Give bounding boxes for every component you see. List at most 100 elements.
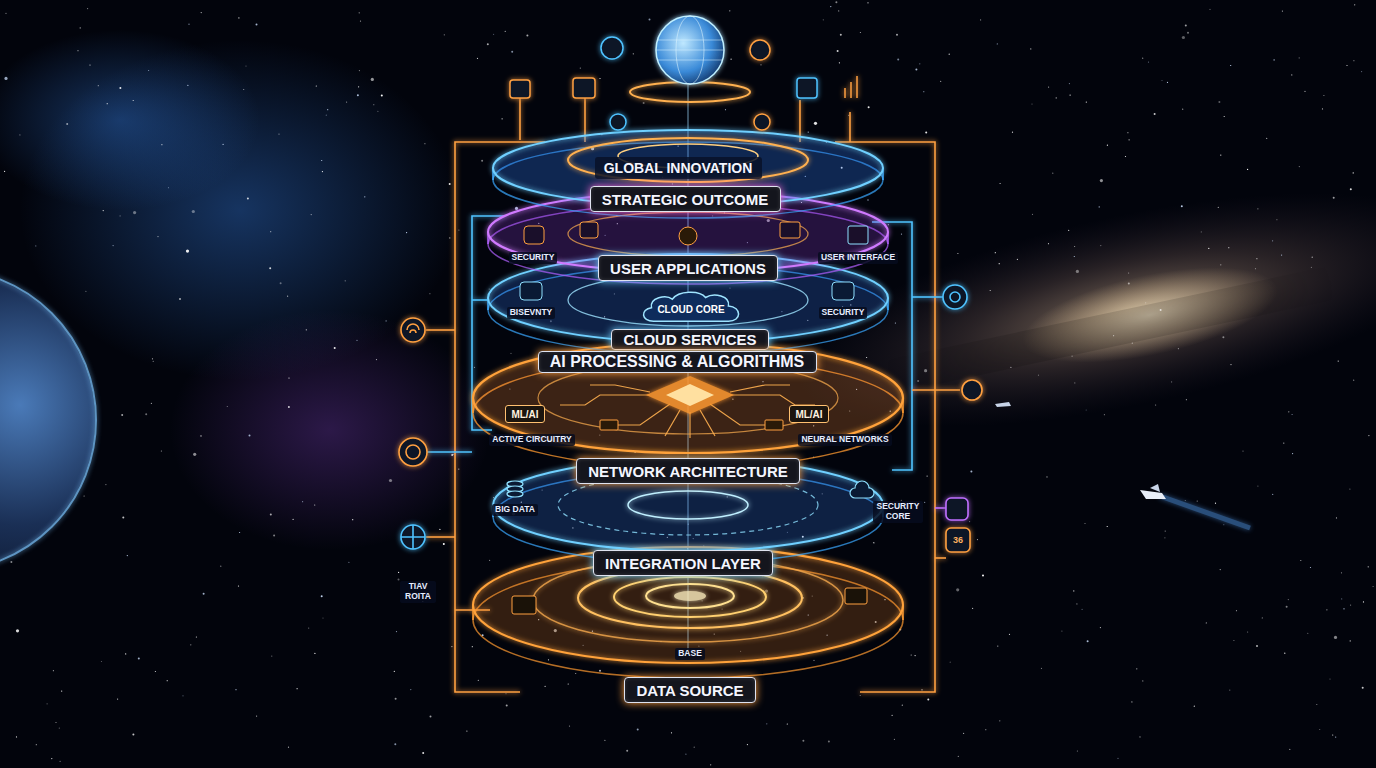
star <box>66 123 68 125</box>
star <box>802 740 804 742</box>
star <box>1127 132 1128 133</box>
layer-tag: ACTIVE CIRCUITRY <box>489 434 575 446</box>
star <box>1154 113 1156 115</box>
wifi-icon <box>407 324 419 333</box>
star <box>725 109 726 110</box>
star <box>98 85 99 86</box>
star <box>1074 256 1075 257</box>
star <box>1247 169 1248 170</box>
star <box>1289 749 1290 750</box>
star <box>1350 605 1351 606</box>
star <box>398 579 400 581</box>
star <box>270 231 271 232</box>
star <box>322 171 323 172</box>
star <box>1349 489 1350 490</box>
star <box>238 17 239 18</box>
image-icon <box>573 78 595 98</box>
star <box>1304 91 1305 92</box>
chip-tag-text: ML/AI <box>511 409 538 420</box>
star <box>972 608 973 609</box>
ship-trail <box>1160 496 1250 528</box>
layer-tag: TIAV ROITA <box>400 581 436 603</box>
star <box>1373 586 1374 587</box>
star <box>1208 248 1209 249</box>
star <box>956 588 959 591</box>
star <box>117 699 118 700</box>
star <box>921 689 922 690</box>
star <box>1009 634 1010 635</box>
star <box>924 369 927 372</box>
star <box>1323 95 1324 96</box>
star <box>193 453 196 456</box>
top-icons <box>510 37 857 130</box>
star <box>837 50 839 52</box>
star <box>1069 83 1070 84</box>
star <box>1068 230 1069 231</box>
star <box>1222 336 1224 338</box>
star <box>1100 245 1101 246</box>
star <box>239 532 240 533</box>
star <box>1291 74 1292 75</box>
star <box>510 353 511 354</box>
star <box>894 739 895 740</box>
star <box>1132 343 1133 344</box>
star <box>1201 231 1202 232</box>
star <box>1292 414 1293 415</box>
star <box>1073 590 1074 591</box>
star <box>1336 517 1337 518</box>
star <box>1247 631 1248 632</box>
star <box>1220 569 1221 570</box>
star <box>637 729 639 731</box>
star <box>474 367 475 368</box>
star <box>924 502 925 503</box>
star <box>969 521 970 522</box>
settings-icon <box>950 292 960 302</box>
star <box>376 359 377 360</box>
globe-grid <box>656 40 724 60</box>
star <box>359 12 360 13</box>
base-disc <box>473 547 903 678</box>
layer-label-text: NETWORK ARCHITECTURE <box>588 463 787 480</box>
star <box>1215 503 1216 504</box>
star <box>925 132 927 134</box>
layer-tag: SECURITY CORE <box>873 501 923 523</box>
star <box>685 754 686 755</box>
star <box>35 245 36 246</box>
planet <box>0 269 96 571</box>
ai-disc <box>473 343 903 468</box>
dot-icon <box>754 114 770 130</box>
star <box>1350 188 1352 190</box>
star <box>1288 599 1289 600</box>
star <box>422 752 424 754</box>
star <box>997 43 998 44</box>
star <box>1148 62 1149 63</box>
chip-tag: ML/AI <box>505 405 545 423</box>
star <box>308 628 309 629</box>
star <box>394 671 395 672</box>
star <box>1056 97 1057 98</box>
star <box>1000 183 1001 184</box>
star <box>152 358 153 359</box>
star <box>1131 701 1132 702</box>
star <box>1300 560 1301 561</box>
star <box>1048 87 1049 88</box>
list-icon <box>848 226 868 244</box>
star <box>1041 668 1042 669</box>
star <box>278 134 279 135</box>
layer-label-text: CLOUD SERVICES <box>623 331 756 348</box>
star <box>1343 608 1344 609</box>
user-icon <box>679 227 697 245</box>
star <box>808 132 809 133</box>
star <box>919 63 920 64</box>
small-craft <box>995 402 1011 407</box>
star <box>505 31 506 32</box>
star <box>321 595 323 597</box>
star <box>1100 627 1101 628</box>
star <box>1257 208 1258 209</box>
layer-tag: USER INTERFACE <box>818 252 898 264</box>
star <box>957 253 958 254</box>
star <box>472 646 473 647</box>
star <box>182 695 183 696</box>
database-icon <box>507 481 523 497</box>
star <box>1223 524 1224 525</box>
